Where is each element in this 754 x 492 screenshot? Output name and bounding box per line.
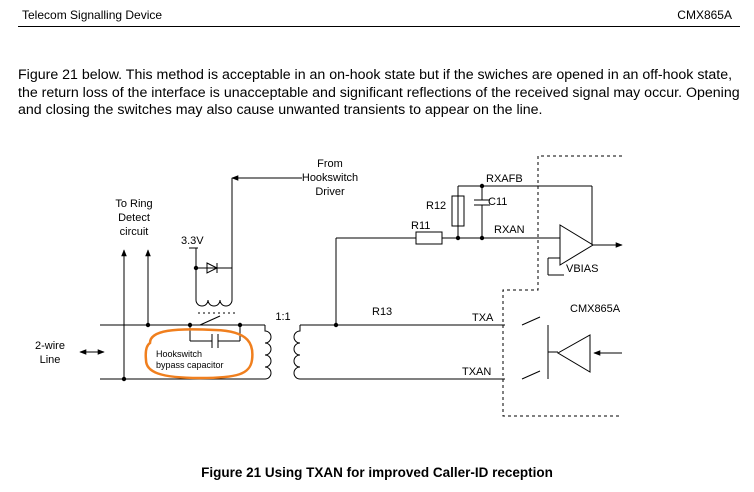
header-part-number: CMX865A [677,8,732,22]
from-hookswitch-line1: From [317,158,343,170]
capacitor-highlight [144,328,254,380]
chip-label: CMX865A [570,303,621,315]
from-hookswitch-line3: Driver [315,186,345,198]
figure-caption: Figure 21 Using TXAN for improved Caller… [201,465,553,480]
rxan-label: RXAN [494,224,525,236]
ring-detect-line2: Detect [118,212,150,224]
supply-label: 3.3V [181,235,204,247]
header-rule [18,26,740,27]
header-title: Telecom Signalling Device [22,8,163,22]
rxafb-label: RXAFB [486,173,523,185]
ring-detect-line1: To Ring [115,198,152,210]
capacitor-note-line2: bypass capacitor [156,360,224,370]
capacitor-note-line1: Hookswitch [156,349,202,359]
txan-label: TXAN [462,366,491,378]
two-wire-line2: Line [40,354,61,366]
c11-label: C11 [488,196,507,208]
body-paragraph: Figure 21 below. This method is acceptab… [18,67,740,118]
vbias-label: VBIAS [566,263,598,275]
txa-label: TXA [472,312,494,324]
r13-label: R13 [372,306,392,318]
from-hookswitch-line2: Hookswitch [302,172,358,184]
ring-detect-line3: circuit [120,226,149,238]
r11-label: R11 [411,220,430,232]
r12-label: R12 [426,200,446,212]
two-wire-line1: 2-wire [35,340,65,352]
transformer-ratio: 1:1 [275,311,290,323]
